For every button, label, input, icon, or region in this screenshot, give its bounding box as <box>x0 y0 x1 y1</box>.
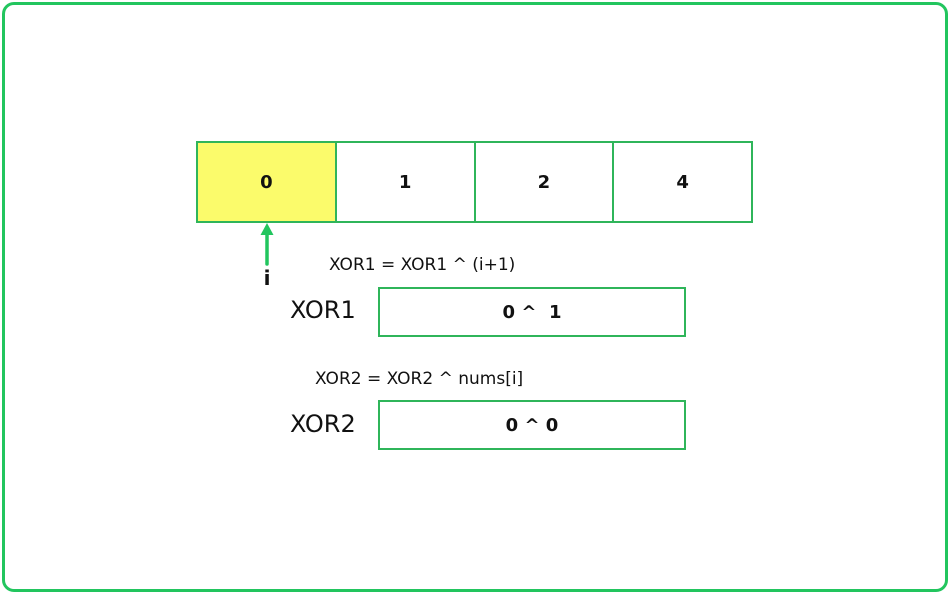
array: 0 1 2 4 <box>196 141 753 223</box>
xor1-formula: XOR1 = XOR1 ^ (i+1) <box>329 255 516 275</box>
xor1-value-box: 0 ^ 1 <box>378 287 686 337</box>
arrow-up-icon <box>260 223 274 266</box>
array-cell-0: 0 <box>198 143 337 221</box>
pointer-label: i <box>263 266 271 290</box>
xor2-value-box: 0 ^ 0 <box>378 400 686 450</box>
xor2-label: XOR2 <box>290 410 356 438</box>
array-cell-1: 1 <box>336 143 476 221</box>
array-cell-3: 4 <box>614 143 751 221</box>
xor2-formula: XOR2 = XOR2 ^ nums[i] <box>315 369 524 389</box>
xor1-label: XOR1 <box>290 296 356 324</box>
array-cell-2: 2 <box>475 143 615 221</box>
